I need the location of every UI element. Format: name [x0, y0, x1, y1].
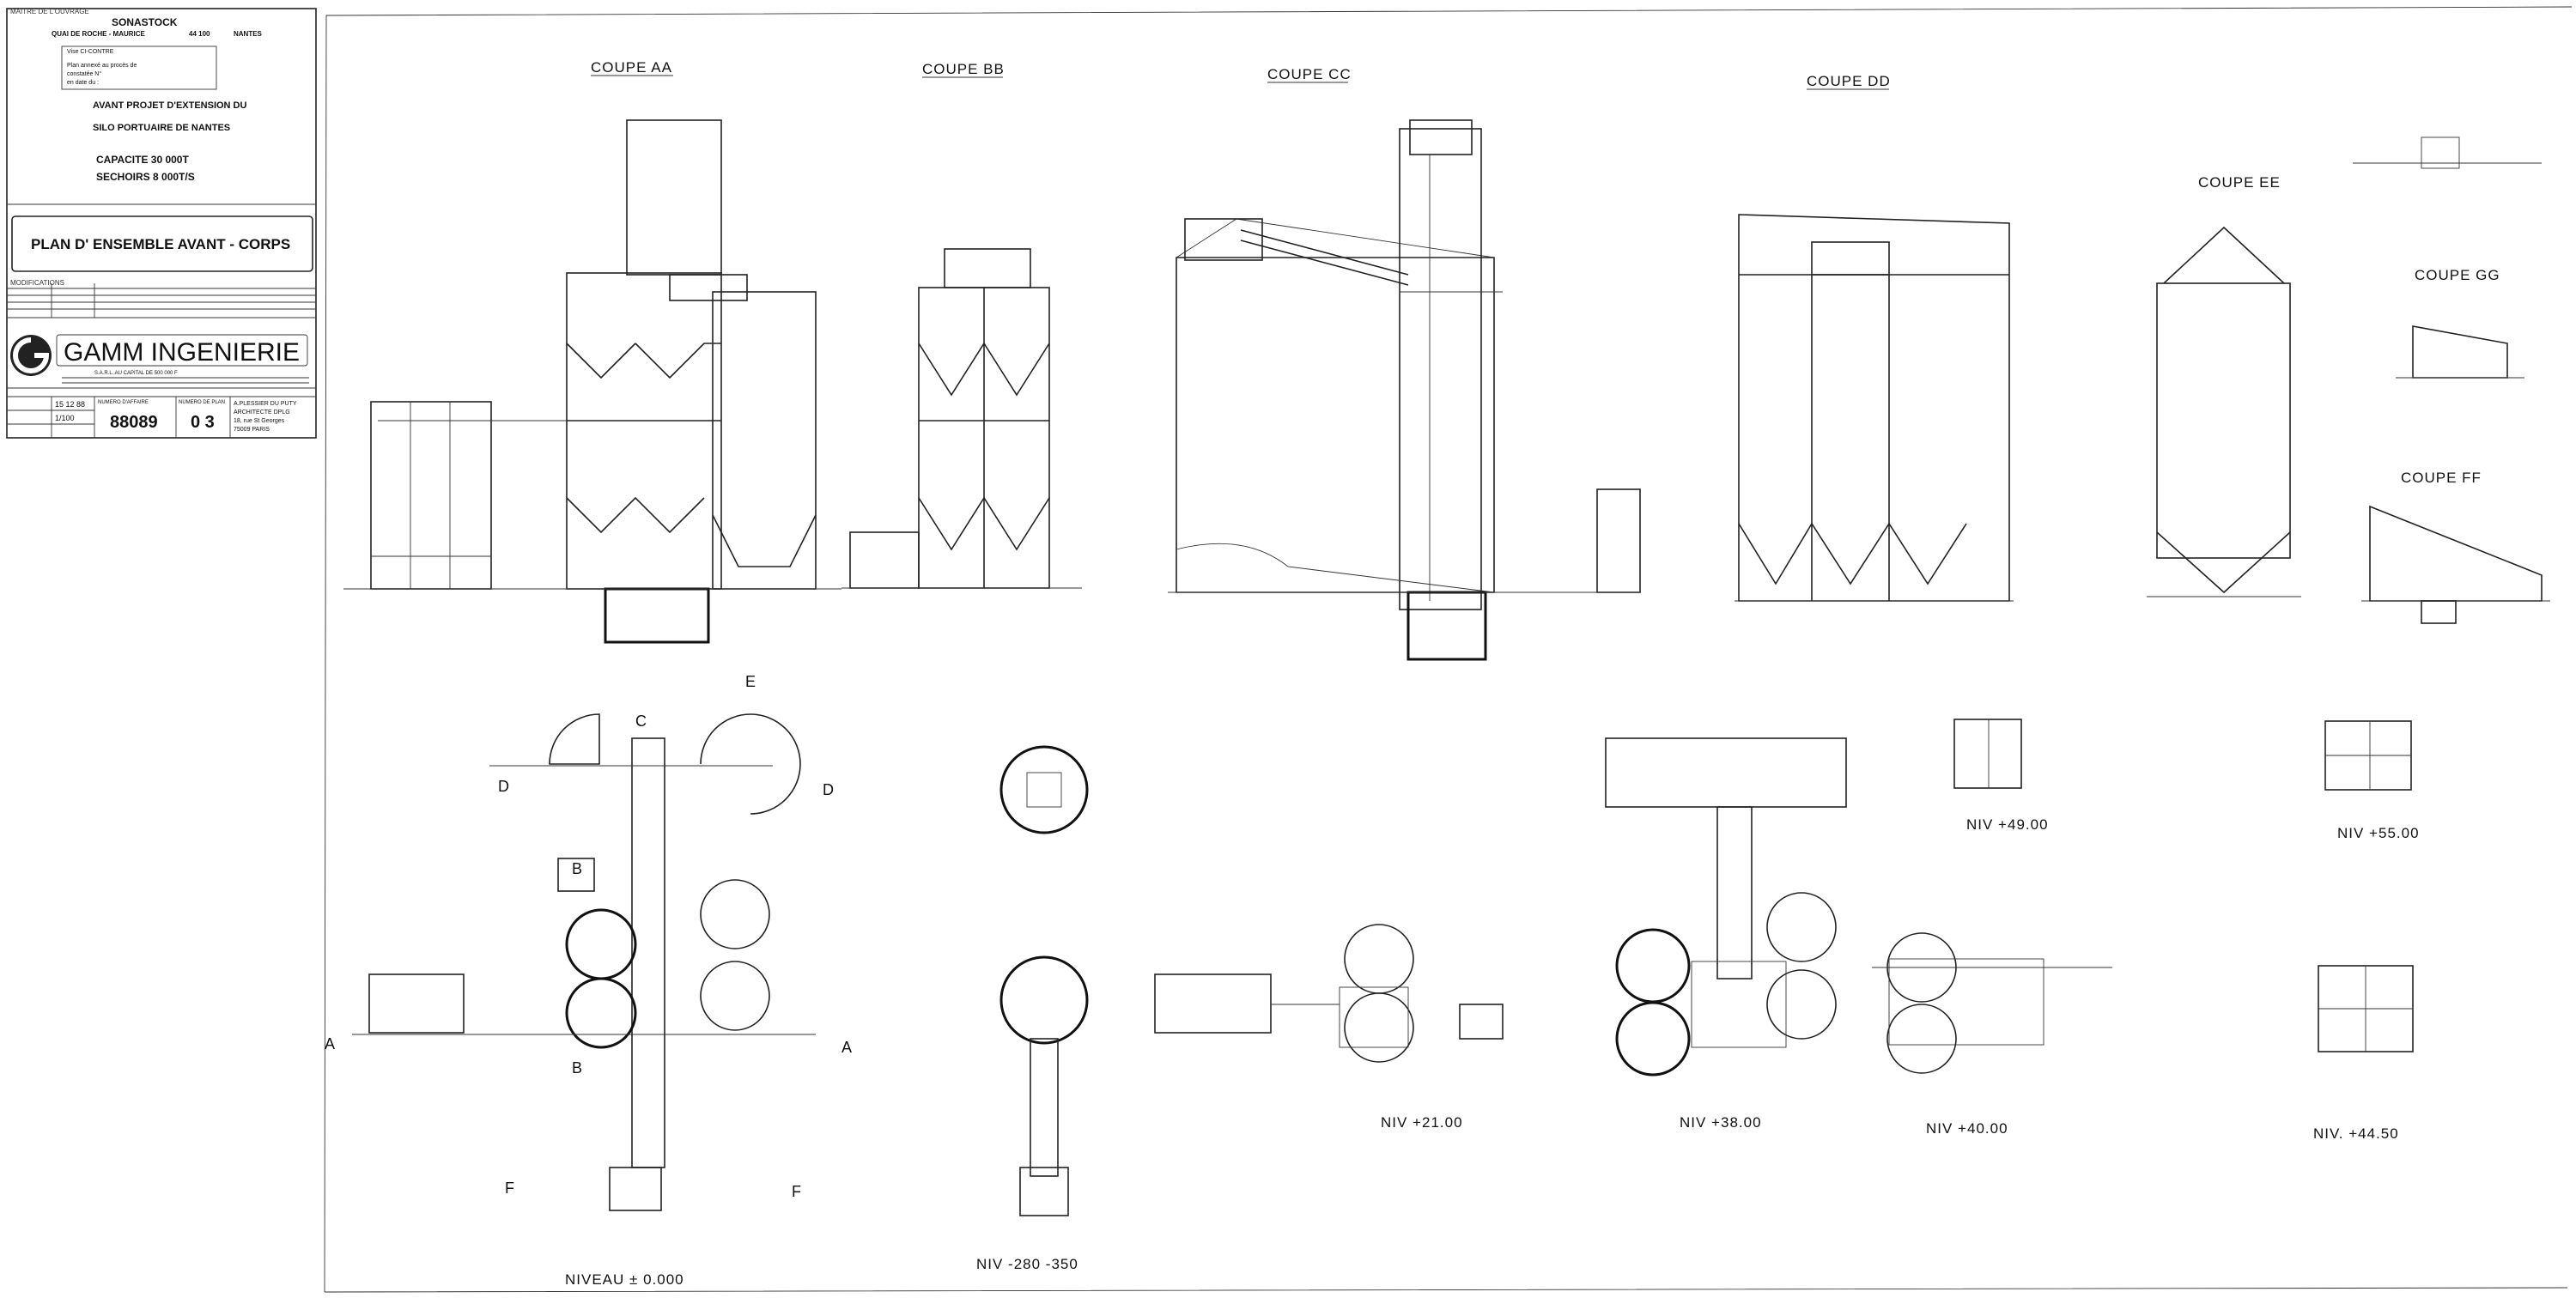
plan-title: PLAN D' ENSEMBLE AVANT - CORPS [31, 236, 290, 252]
plan-niv-5500 [2324, 720, 2412, 791]
svg-text:A: A [325, 1035, 335, 1052]
plan-niv-4000 [1872, 932, 2112, 1074]
date-value: 15 12 88 [55, 400, 85, 409]
niveau-0-label: NIVEAU ± 0.000 [565, 1271, 684, 1288]
coupe-aa-title: COUPE AA [591, 59, 672, 76]
svg-text:Plan annexé au procès de: Plan annexé au procès de [67, 63, 137, 69]
project-line-2: SILO PORTUAIRE DE NANTES [93, 123, 230, 133]
architect-line-1: A.PLESSIER DU PUTY [234, 401, 297, 407]
svg-text:B: B [572, 860, 582, 877]
svg-text:F: F [505, 1180, 514, 1197]
plan-labels: NIVEAU ± 0.000 NIV -280 -350 NIV +21.00 … [565, 816, 2420, 1288]
approval-stamp: Vise CI-CONTRE Plan annexé au procès de … [61, 45, 217, 90]
dryers-text: SECHOIRS 8 000T/S [96, 171, 195, 183]
scale-value: 1/100 [55, 414, 75, 422]
owner-address: QUAI DE ROCHE - MAURICE [52, 30, 146, 38]
sheet-border [324, 6, 2573, 1293]
svg-text:en date du :: en date du : [67, 80, 99, 86]
owner-city: NANTES [234, 30, 263, 38]
section-markers: D D A A F F C E B B [325, 673, 852, 1200]
capacity-text: CAPACITE 30 000T [96, 154, 189, 166]
svg-text:D: D [498, 778, 509, 795]
svg-text:D: D [823, 781, 834, 798]
section-titles: COUPE AA COUPE BB COUPE CC COUPE DD COUP… [591, 59, 2500, 486]
title-block: MAITRE DE L'OUVRAGE SONASTOCK QUAI DE RO… [6, 8, 317, 439]
svg-text:E: E [745, 673, 756, 690]
architect-line-2: ARCHITECTE DPLG [234, 409, 290, 415]
niv-5500-label: NIV +55.00 [2337, 825, 2420, 841]
company-address: S.A.R.L. AU CAPITAL DE 500 000 F [94, 371, 178, 376]
plan-niveau-0 [352, 713, 816, 1211]
coupe-cc-title: COUPE CC [1267, 66, 1352, 82]
drawing-number-caption: NUMERO D'AFFAIRE [98, 400, 149, 405]
modifications-grid [7, 283, 316, 318]
coupe-ff-title: COUPE FF [2401, 470, 2482, 486]
company-logo [10, 335, 52, 376]
niv-280-label: NIV -280 -350 [976, 1256, 1078, 1272]
svg-text:B: B [572, 1059, 582, 1077]
sheet-number: 0 3 [191, 413, 215, 432]
svg-text:A: A [841, 1039, 852, 1056]
niv-4000-label: NIV +40.00 [1926, 1120, 2008, 1137]
svg-text:F: F [792, 1183, 801, 1200]
section-ee-drawing [2147, 226, 2301, 597]
modifications-caption: MODIFICATIONS [10, 279, 64, 287]
plan-niv-3800 [1605, 737, 1847, 1077]
plan-niv-2100 [1154, 924, 1504, 1063]
owner-caption: MAITRE DE L'OUVRAGE [10, 8, 89, 15]
niv-2100-label: NIV +21.00 [1381, 1114, 1463, 1131]
section-aa-drawing [343, 119, 841, 644]
plan-niv-280 [999, 745, 1089, 1216]
plan-niv-4900 [1953, 719, 2022, 789]
coupe-dd-title: COUPE DD [1807, 73, 1891, 89]
svg-text:C: C [635, 713, 647, 730]
sheet-caption: NUMERO DE PLAN [179, 400, 225, 405]
coupe-ee-title: COUPE EE [2198, 174, 2281, 191]
section-cc-drawing [1168, 119, 1641, 661]
plan-niv-4450 [2318, 965, 2414, 1052]
section-bb-drawing [841, 248, 1082, 589]
owner-postcode: 44 100 [189, 30, 210, 38]
coupe-gg-title: COUPE GG [2415, 267, 2500, 283]
niv-3800-label: NIV +38.00 [1680, 1114, 1762, 1131]
section-dd-drawing [1735, 214, 2014, 602]
niv-4450-label: NIV. +44.50 [2313, 1125, 2399, 1142]
project-line-1: AVANT PROJET D'EXTENSION DU [93, 100, 247, 111]
svg-text:constatée N°: constatée N° [67, 70, 101, 77]
svg-text:Vise CI-CONTRE: Vise CI-CONTRE [67, 49, 114, 55]
info-grid [7, 397, 231, 438]
drawing-number: 88089 [110, 413, 158, 432]
section-gg-drawing [2396, 325, 2524, 379]
coupe-bb-title: COUPE BB [922, 61, 1005, 77]
key-sketch [2353, 136, 2542, 169]
company-name: GAMM INGENIERIE [64, 338, 300, 367]
owner-name: SONASTOCK [112, 16, 178, 28]
niv-4900-label: NIV +49.00 [1966, 816, 2049, 833]
section-ff-drawing [2361, 505, 2550, 624]
architect-line-4: 75009 PARIS [234, 427, 270, 433]
architect-line-3: 18, rue St Georges [234, 418, 285, 424]
